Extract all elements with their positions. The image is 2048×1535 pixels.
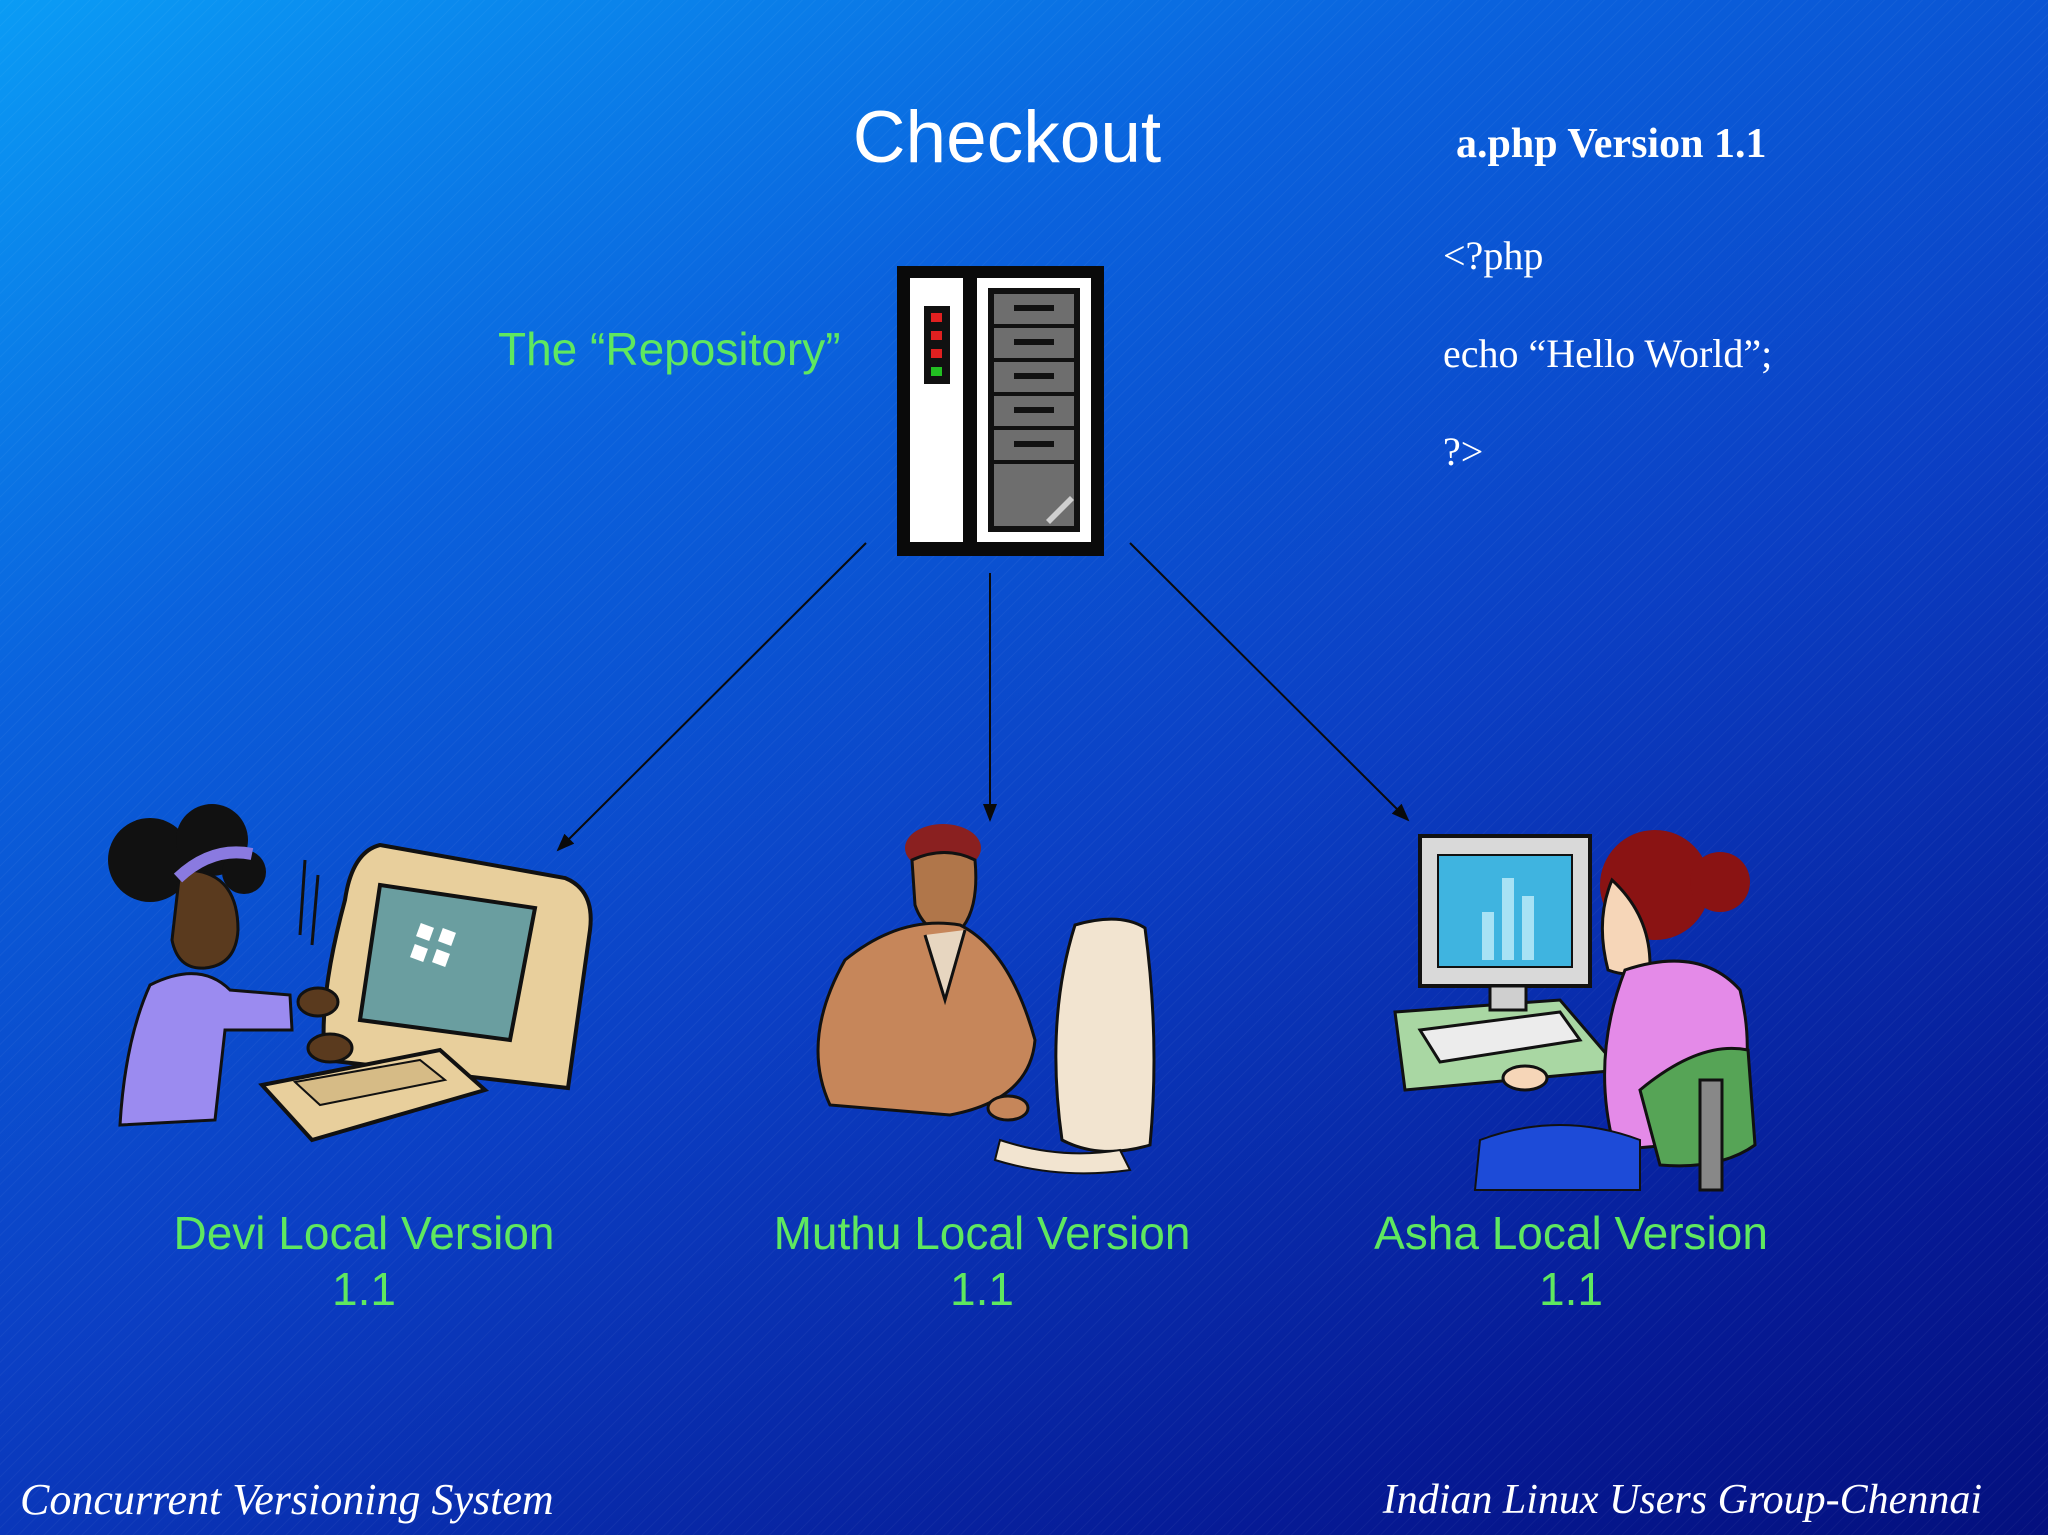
arrow-to-asha bbox=[1129, 542, 1410, 822]
code-line-2: echo “Hello World”; bbox=[1443, 331, 1773, 376]
woman-at-workstation-icon bbox=[1393, 830, 1757, 1192]
muthu-version: 1.1 bbox=[950, 1263, 1014, 1315]
asha-label: Asha Local Version bbox=[1374, 1207, 1768, 1259]
devi-version: 1.1 bbox=[332, 1263, 396, 1315]
asha-local-version: Asha Local Version 1.1 bbox=[1291, 1205, 1851, 1317]
arrow-to-devi bbox=[556, 542, 867, 852]
server-icon bbox=[897, 266, 1104, 556]
devi-local-version: Devi Local Version 1.1 bbox=[84, 1205, 644, 1317]
slide-title: Checkout bbox=[852, 97, 1162, 178]
footer-left: Concurrent Versioning System bbox=[20, 1475, 554, 1524]
code-line-3: ?> bbox=[1443, 429, 1484, 474]
code-file-title: a.php Version 1.1 bbox=[1456, 121, 1767, 167]
muthu-local-version: Muthu Local Version 1.1 bbox=[702, 1205, 1262, 1317]
man-at-computer-icon bbox=[816, 824, 1156, 1175]
woman-at-computer-icon bbox=[108, 804, 593, 1143]
muthu-label: Muthu Local Version bbox=[773, 1207, 1191, 1259]
footer-right: Indian Linux Users Group-Chennai bbox=[1382, 1477, 1982, 1523]
asha-version: 1.1 bbox=[1539, 1263, 1603, 1315]
code-line-1: <?php bbox=[1443, 233, 1544, 278]
devi-label: Devi Local Version bbox=[173, 1207, 555, 1259]
repository-label: The “Repository” bbox=[498, 323, 841, 375]
